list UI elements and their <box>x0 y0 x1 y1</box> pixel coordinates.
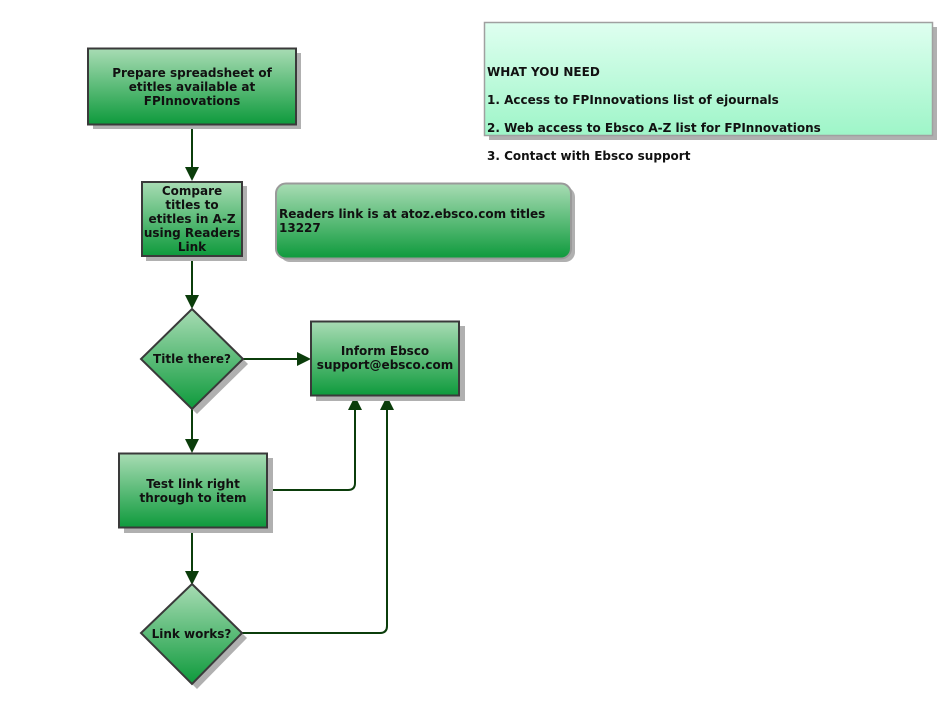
node-diamond <box>139 307 245 411</box>
what-you-need-note[interactable] <box>483 21 938 141</box>
note-box <box>275 182 572 260</box>
node-test-link[interactable] <box>118 452 273 534</box>
note-box <box>483 21 934 137</box>
node-diamond <box>139 582 244 686</box>
node-box <box>118 452 268 529</box>
edge-linkworks-inform <box>241 408 388 634</box>
node-title-there[interactable] <box>139 307 248 414</box>
node-inform-label: Inform Ebsco support@ebsco.com <box>316 344 454 372</box>
what-you-need-item: 1. Access to FPInnovations list of ejour… <box>487 93 779 107</box>
readers-link-text: Readers link is at atoz.ebsco.com titles… <box>279 207 546 235</box>
arrowhead <box>348 396 362 410</box>
node-title-there-label: Title there? <box>153 352 231 366</box>
arrowhead <box>185 295 199 309</box>
connectors <box>191 125 388 634</box>
node-link-works[interactable] <box>139 582 247 689</box>
node-link-works-label: Link works? <box>151 627 232 641</box>
node-inform[interactable] <box>310 320 465 402</box>
what-you-need-text: WHAT YOU NEED 1. Access to FPInnovations… <box>487 51 927 177</box>
node-compare-label: Compare titles to etitles in A-Z using R… <box>143 184 241 254</box>
edge-test-inform <box>268 408 356 491</box>
readers-link-note[interactable] <box>275 182 575 263</box>
node-test-link-label: Test link right through to item <box>139 477 247 505</box>
node-prepare-label: Prepare spreadsheet of etitles available… <box>112 66 272 108</box>
node-prepare[interactable] <box>87 47 301 130</box>
arrowhead <box>185 167 199 181</box>
node-box <box>141 181 243 257</box>
node-compare[interactable] <box>141 181 247 261</box>
arrowheads <box>185 167 394 585</box>
what-you-need-item: 3. Contact with Ebsco support <box>487 149 691 163</box>
arrowhead <box>185 439 199 453</box>
arrowhead <box>185 571 199 585</box>
node-box <box>87 47 297 126</box>
what-you-need-heading: WHAT YOU NEED <box>487 65 600 79</box>
arrowhead <box>380 396 394 410</box>
what-you-need-item: 2. Web access to Ebsco A-Z list for FPIn… <box>487 121 821 135</box>
arrowhead <box>297 352 311 366</box>
node-box <box>310 320 460 397</box>
